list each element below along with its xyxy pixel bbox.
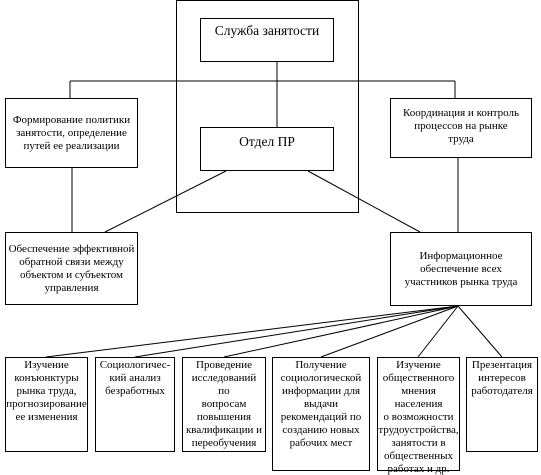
- leaf-employer-presentation: Презентация интересов работодателя: [466, 357, 538, 452]
- fan-line-5: [417, 305, 459, 358]
- feedback-box: Обеспечение эффективной обратной связи м…: [5, 232, 138, 305]
- leaf-public-opinion: Изучение общественного мнения населения …: [377, 357, 460, 475]
- connector-dept-info: [307, 170, 421, 233]
- leaf-qualification-research: Проведение исследований по вопросам повы…: [182, 357, 266, 452]
- pr-frame: [176, 0, 359, 213]
- fan-line-1: [45, 305, 459, 358]
- fan-line-6: [457, 305, 503, 358]
- leaf-market-study: Изучение конъюнктуры рынка труда, прогно…: [5, 357, 88, 452]
- connector-dept-feedback: [104, 170, 227, 233]
- fan-line-2: [134, 305, 459, 358]
- fan-line-4: [320, 305, 459, 358]
- information-box: Информационное обеспечение всех участник…: [390, 232, 532, 306]
- pr-department-box: Отдел ПР: [200, 127, 334, 171]
- leaf-sociological-info: Получение социологической информации для…: [272, 357, 370, 471]
- leaf-unemployed-analysis: Социологичес- кий анализ безработных: [95, 357, 175, 452]
- fan-line-3: [223, 305, 459, 358]
- coordination-box: Координация и контроль процессов на рынк…: [390, 98, 532, 158]
- policy-box: Формирование политики занятости, определ…: [5, 98, 138, 168]
- employment-service-box: Служба занятости: [200, 18, 334, 62]
